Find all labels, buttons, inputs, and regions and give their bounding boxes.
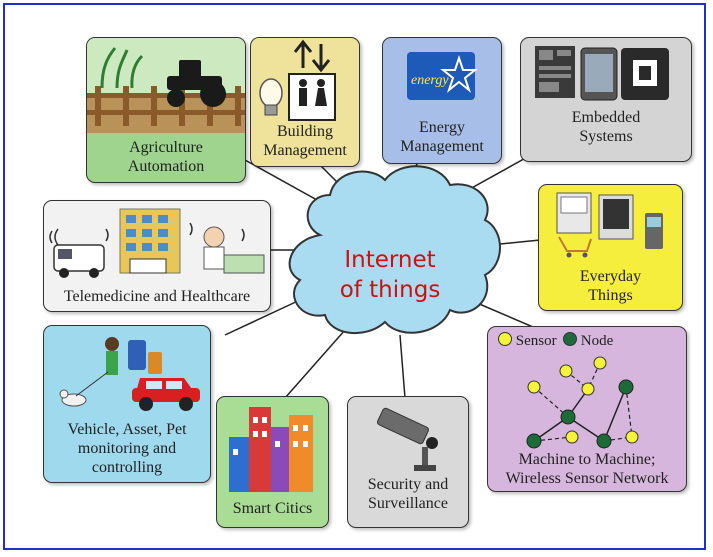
embedded-label-1: Embedded xyxy=(571,109,641,126)
security-surveillance-box: Security and Surveillance xyxy=(347,396,469,528)
agriculture-label-1: Agriculture xyxy=(129,139,203,156)
hospital-icon xyxy=(49,208,265,278)
smart-cities-label: Smart Citics xyxy=(232,500,313,517)
building-management-box: Building Management xyxy=(250,37,360,167)
legend-sensor: Sensor xyxy=(498,332,557,350)
m2m-label-1: Machine to Machine; xyxy=(518,451,656,468)
sensor-dot-icon xyxy=(498,332,512,346)
center-title: Internet of things xyxy=(320,245,460,305)
car-icon xyxy=(59,337,200,411)
vehicle-monitoring-box: Vehicle, Asset, Pet monitoring and contr… xyxy=(43,325,211,483)
security-label-1: Security and xyxy=(367,476,449,493)
center-title-line1: Internet xyxy=(344,247,436,273)
legend-node: Node xyxy=(563,332,613,350)
agriculture-automation-box: Agriculture Automation xyxy=(86,37,246,183)
vehicle-label-2: monitoring and xyxy=(77,440,177,457)
circuit-board-icon xyxy=(535,46,669,101)
everyday-label-1: Everyday xyxy=(579,268,642,285)
cctv-camera-icon xyxy=(377,407,438,471)
everyday-things-box: Everyday Things xyxy=(538,184,683,311)
energy-star-icon: energy xyxy=(407,52,478,100)
legend-sensor-label: Sensor xyxy=(515,333,557,349)
m2m-sensor-network-box: Sensor Node Machine to Machine; Wireless… xyxy=(487,326,687,492)
vehicle-label-3: controlling xyxy=(91,459,163,476)
energy-management-box: energy Energy Management xyxy=(382,37,502,164)
buildings-icon xyxy=(229,407,313,492)
embedded-label-2: Systems xyxy=(579,128,633,145)
node-dot-icon xyxy=(563,332,577,346)
building-label-2: Management xyxy=(263,142,347,159)
svg-text:energy: energy xyxy=(411,73,449,88)
m2m-label-2: Wireless Sensor Network xyxy=(505,470,669,487)
security-label-2: Surveillance xyxy=(368,495,448,512)
cloud-shape xyxy=(288,165,501,335)
vehicle-label-1: Vehicle, Asset, Pet xyxy=(67,421,187,438)
everyday-label-2: Things xyxy=(588,287,633,304)
elevator-icon xyxy=(259,39,336,121)
tractor-icon xyxy=(87,38,245,133)
agriculture-label-2: Automation xyxy=(127,158,205,175)
sensor-network-icon xyxy=(526,356,639,449)
energy-label-1: Energy xyxy=(419,119,465,136)
energy-label-2: Management xyxy=(400,138,484,155)
center-title-line2: of things xyxy=(339,277,441,303)
appliances-icon xyxy=(556,192,663,258)
building-label-1: Building xyxy=(276,123,333,140)
embedded-systems-box: Embedded Systems xyxy=(520,37,692,162)
telemedicine-box: Telemedicine and Healthcare xyxy=(43,200,271,312)
legend-node-label: Node xyxy=(580,333,614,349)
smart-cities-box: Smart Citics xyxy=(216,396,329,528)
telemedicine-label: Telemedicine and Healthcare xyxy=(63,288,251,305)
